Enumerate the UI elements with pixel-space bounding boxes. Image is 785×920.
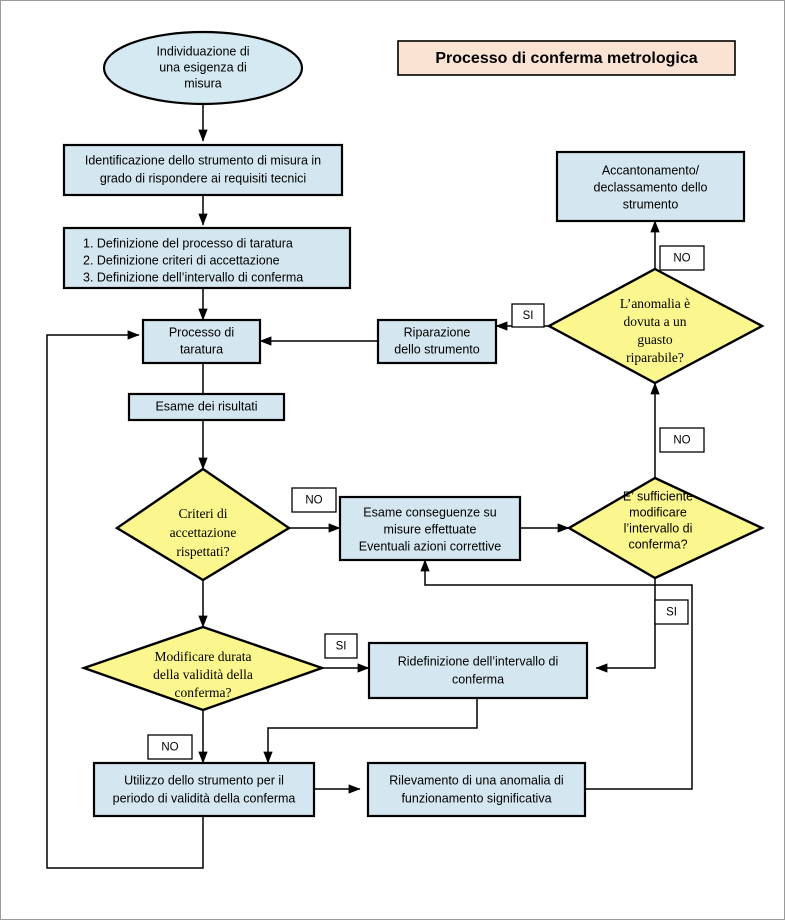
diagram-title: Processo di conferma metrologica — [397, 40, 736, 76]
esame-conseguenze-line-3: Eventuali azioni correttive — [359, 539, 501, 553]
node-processo-taratura[interactable]: Processo di taratura — [141, 318, 262, 365]
node-ridefinizione[interactable]: Ridefinizione dell’intervallo di conferm… — [367, 641, 589, 700]
edge-label-modificare-si: SI — [324, 633, 358, 659]
node-definizioni[interactable]: 1. Definizione del processo di taratura … — [62, 226, 352, 290]
riparazione-line-2: dello strumento — [394, 342, 480, 356]
anomalia-line-4: riparabile? — [626, 350, 684, 365]
definizioni-line-3: 3. Definizione dell’intervallo di confer… — [83, 270, 303, 284]
sufficiente-line-4: conferma? — [628, 537, 687, 551]
sufficiente-line-2: modificare — [629, 505, 687, 519]
accantonamento-line-3: strumento — [623, 197, 679, 211]
processo-taratura-line-1: Processo di — [169, 325, 234, 339]
accantonamento-box[interactable] — [555, 150, 746, 223]
modificare-line-2: della validità della — [153, 667, 253, 682]
title-box — [397, 40, 736, 76]
node-accantonamento[interactable]: Accantonamento/ declassamento dello stru… — [555, 150, 746, 223]
sufficiente-diamond[interactable] — [566, 476, 765, 580]
anomalia-si-label-text: SI — [523, 310, 534, 322]
utilizzo-line-2: periodo di validità della conferma — [113, 791, 296, 805]
processo-taratura-line-2: taratura — [180, 342, 223, 356]
sufficiente-si-label-box — [654, 599, 689, 625]
node-criteri[interactable]: Criteri di accettazione rispettati? — [114, 467, 292, 582]
criteri-line-1: Criteri di — [178, 506, 227, 521]
sufficiente-line-1: E’ sufficiente — [623, 489, 693, 503]
definizioni-line-2: 2. Definizione criteri di accettazione — [83, 253, 280, 267]
rilevamento-line-2: funzionamento significativa — [401, 791, 551, 805]
node-anomalia[interactable]: L’anomalia è dovuta a un guasto riparabi… — [546, 267, 765, 385]
anomalia-no-label-text: NO — [673, 253, 690, 265]
esame-risultati-box[interactable] — [127, 392, 286, 422]
criteri-no-label-box — [291, 487, 337, 513]
riparazione-line-1: Riparazione — [404, 325, 471, 339]
edge-label-criteri-no: NO — [291, 487, 337, 513]
node-utilizzo[interactable]: Utilizzo dello strumento per il periodo … — [92, 761, 316, 818]
ridefinizione-line-2: conferma — [452, 672, 504, 686]
identificazione-line-2: grado di rispondere ai requisiti tecnici — [100, 171, 306, 185]
modificare-durata-diamond[interactable] — [80, 625, 326, 712]
node-start[interactable]: Individuazione di una esigenza di misura — [102, 30, 304, 106]
node-riparazione[interactable]: Riparazione dello strumento — [376, 318, 498, 365]
sufficiente-no-label-box — [659, 427, 705, 453]
rilevamento-line-1: Rilevamento di una anomalia di — [389, 773, 563, 787]
esame-conseguenze-box[interactable] — [338, 495, 522, 562]
modificare-si-label-box — [324, 633, 358, 659]
criteri-no-label-text: NO — [305, 495, 322, 507]
definizioni-line-1: 1. Definizione del processo di taratura — [83, 236, 293, 250]
anomalia-diamond[interactable] — [546, 267, 765, 385]
node-modificare-durata[interactable]: Modificare durata della validità della c… — [80, 625, 326, 712]
identificazione-line-1: Identificazione dello strumento di misur… — [85, 153, 321, 167]
title-text: Processo di conferma metrologica — [435, 50, 697, 67]
utilizzo-line-1: Utilizzo dello strumento per il — [124, 773, 284, 787]
edge-label-sufficiente-no: NO — [659, 427, 705, 453]
riparazione-box[interactable] — [376, 318, 498, 365]
modificare-no-label-box — [147, 734, 193, 760]
anomalia-line-1: L’anomalia è — [620, 296, 690, 311]
modificare-line-1: Modificare durata — [154, 649, 251, 664]
esame-conseguenze-line-2: misure effettuate — [384, 522, 477, 536]
node-esame-risultati[interactable]: Esame dei risultati — [127, 392, 286, 422]
edge-ridefinizione-to-utilizzo — [263, 698, 478, 764]
esame-conseguenze-line-1: Esame conseguenze su — [363, 505, 496, 519]
sufficiente-si-label-text: SI — [666, 607, 677, 619]
edge-rilevamento-to-conseguenze — [420, 559, 693, 790]
modificare-line-3: conferma? — [175, 685, 232, 700]
edge-label-sufficiente-si: SI — [654, 599, 689, 625]
ridefinizione-box[interactable] — [367, 641, 589, 700]
node-rilevamento[interactable]: Rilevamento di una anomalia di funzionam… — [366, 761, 587, 818]
definizioni-box[interactable] — [62, 226, 352, 290]
criteri-line-3: rispettati? — [176, 544, 229, 559]
sufficiente-no-label-text: NO — [673, 435, 690, 447]
anomalia-line-2: dovuta a un — [624, 314, 687, 329]
criteri-line-2: accettazione — [170, 525, 237, 540]
node-sufficiente[interactable]: E’ sufficiente modificare l’intervallo d… — [566, 476, 765, 580]
rilevamento-box[interactable] — [366, 761, 587, 818]
sufficiente-line-3: l’intervallo di — [624, 521, 693, 535]
node-identificazione[interactable]: Identificazione dello strumento di misur… — [62, 143, 344, 197]
processo-taratura-box[interactable] — [141, 318, 262, 365]
anomalia-line-3: guasto — [637, 332, 672, 347]
edge-utilizzo-loopback-to-taratura — [46, 330, 204, 869]
start-line-1: Individuazione di — [156, 44, 249, 58]
identificazione-box[interactable] — [62, 143, 344, 197]
esame-risultati-line-1: Esame dei risultati — [155, 399, 257, 413]
ridefinizione-line-1: Ridefinizione dell’intervallo di — [398, 654, 559, 668]
anomalia-no-label-box — [659, 245, 705, 271]
accantonamento-line-1: Accantonamento/ — [602, 163, 700, 177]
edge-label-anomalia-si: SI — [511, 303, 545, 328]
utilizzo-box[interactable] — [92, 761, 316, 818]
modificare-si-label-text: SI — [336, 641, 347, 653]
criteri-diamond[interactable] — [114, 467, 292, 582]
start-line-3: misura — [184, 76, 222, 90]
edge-label-modificare-no: NO — [147, 734, 193, 760]
node-esame-conseguenze[interactable]: Esame conseguenze su misure effettuate E… — [338, 495, 522, 562]
modificare-no-label-text: NO — [161, 742, 178, 754]
start-line-2: una esigenza di — [159, 60, 247, 74]
accantonamento-line-2: declassamento dello — [594, 180, 708, 194]
start-ellipse[interactable] — [102, 30, 304, 106]
anomalia-si-label-box — [511, 303, 545, 328]
edge-label-anomalia-no: NO — [659, 245, 705, 271]
edge-sufficiente-si-to-ridefinizione — [595, 578, 656, 673]
